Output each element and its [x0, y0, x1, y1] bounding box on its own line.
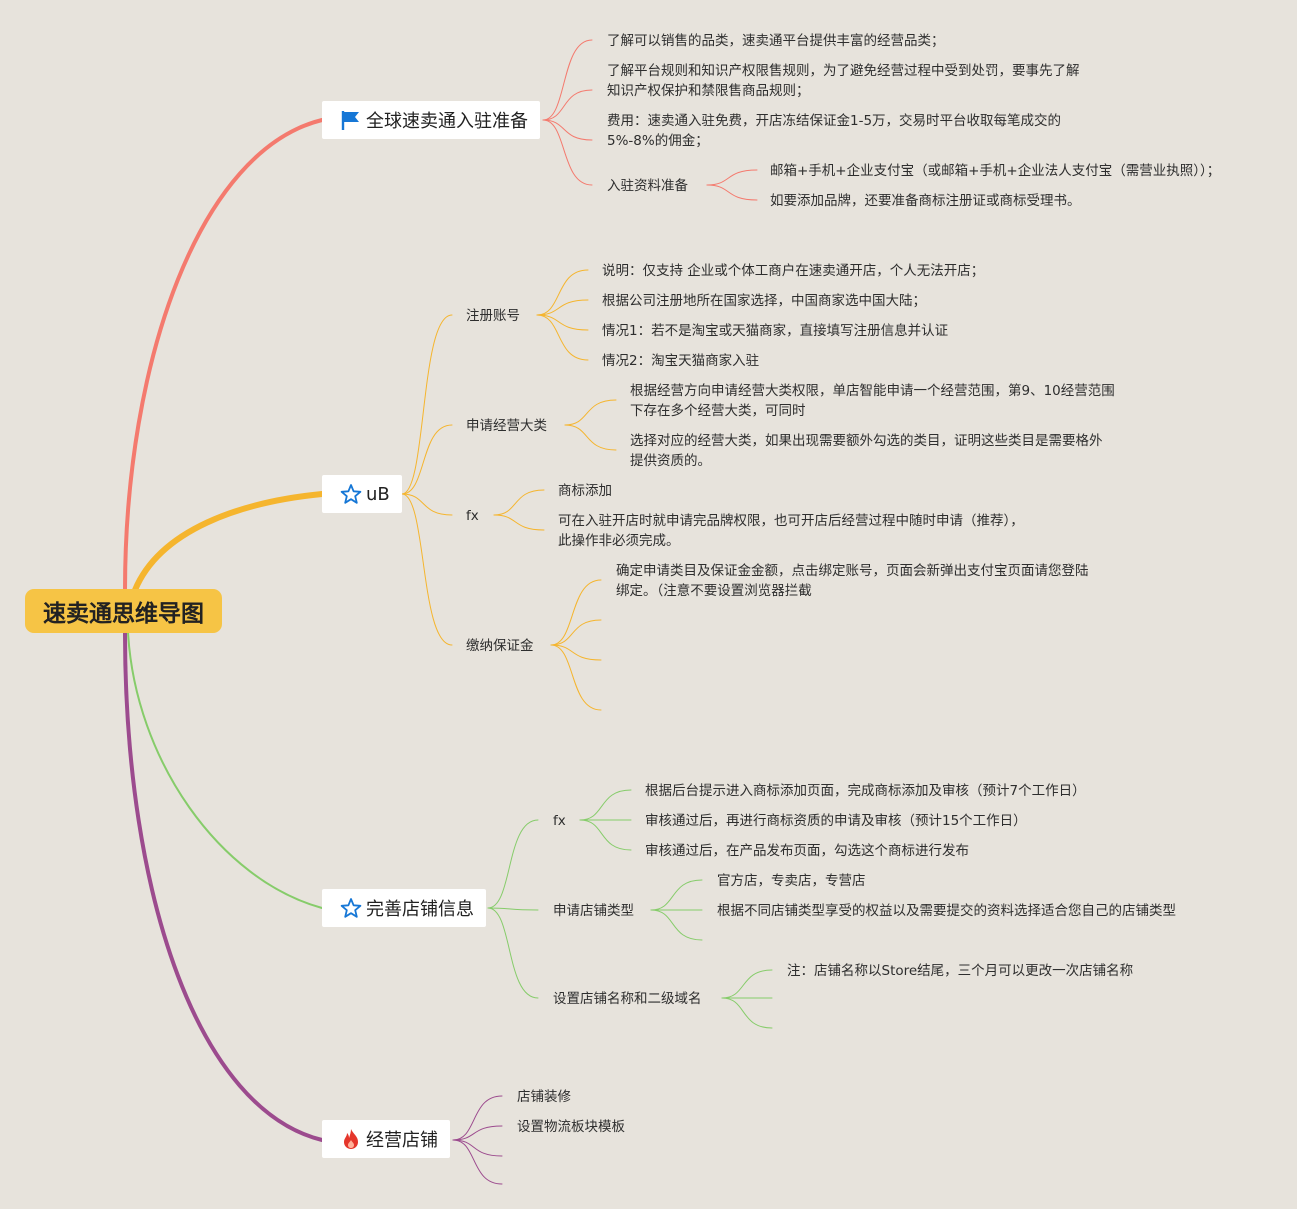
node-text[interactable]: 审核通过后，再进行商标资质的申请及审核（预计15个工作日） [645, 813, 1027, 829]
root-label: 速卖通思维导图 [43, 601, 204, 627]
node-text[interactable]: 情况1：若不是淘宝或天猫商家，直接填写注册信息并认证 [602, 323, 949, 339]
node-text[interactable]: 审核通过后，在产品发布页面，勾选这个商标进行发布 [645, 843, 969, 859]
node-text[interactable]: 根据经营方向申请经营大类权限，单店智能申请一个经营范围，第9、10经营范围下存在… [630, 383, 1115, 419]
connector [401, 493, 453, 646]
node-text[interactable]: 官方店，专卖店，专营店 [717, 873, 866, 889]
connector [706, 184, 758, 201]
connector [487, 907, 539, 911]
root-node[interactable]: 速卖通思维导图 [25, 589, 222, 633]
connector [550, 579, 602, 646]
node-text[interactable]: 了解平台规则和知识产权限售规则，为了避免经营过程中受到处罚，要事先了解知识产权保… [607, 63, 1080, 99]
connector [542, 89, 593, 121]
connector [452, 1139, 503, 1157]
node-text[interactable]: 设置物流板块模板 [517, 1119, 625, 1135]
connector [542, 119, 593, 141]
connector [579, 789, 632, 821]
star-icon [340, 897, 362, 919]
connector [452, 1139, 503, 1185]
node-text[interactable]: fx [553, 813, 566, 829]
branch-label: uB [366, 483, 390, 505]
branch-node-operate-store[interactable]: 经营店铺 [322, 1120, 450, 1158]
branch-node-store-info[interactable]: 完善店铺信息 [322, 889, 486, 927]
trunk-branch-3 [127, 631, 323, 909]
connector [536, 314, 589, 361]
node-text[interactable]: 申请店铺类型 [553, 903, 634, 919]
connector [401, 493, 453, 516]
connector [542, 39, 593, 121]
node-text[interactable]: 根据后台提示进入商标添加页面，完成商标添加及审核（预计7个工作日） [645, 783, 1086, 799]
connector [650, 909, 703, 941]
node-text[interactable]: 根据公司注册地所在国家选择，中国商家选中国大陆； [602, 293, 926, 309]
connector [536, 314, 589, 331]
branch-node-ub[interactable]: uB [322, 475, 402, 513]
connector [487, 819, 539, 909]
star-icon [340, 483, 362, 505]
node-text[interactable]: 情况2：淘宝天猫商家入驻 [602, 353, 760, 369]
connector [721, 997, 773, 1029]
connector [401, 424, 453, 495]
connector [550, 619, 602, 646]
connector [487, 907, 539, 999]
connector [542, 119, 593, 186]
connector [452, 1125, 503, 1141]
connector [550, 644, 602, 661]
node-text[interactable]: 店铺装修 [517, 1089, 571, 1105]
connector [579, 819, 632, 851]
flag-icon [340, 109, 362, 131]
node-text[interactable]: 申请经营大类 [466, 418, 547, 434]
node-text[interactable]: 设置店铺名称和二级域名 [553, 991, 702, 1007]
node-text[interactable]: 选择对应的经营大类，如果出现需要额外勾选的类目，证明这些类目是需要格外提供资质的… [630, 433, 1103, 469]
node-text[interactable]: 了解可以销售的品类，速卖通平台提供丰富的经营品类； [607, 33, 945, 49]
node-text[interactable]: 确定申请类目及保证金金额，点击绑定账号，页面会新弹出支付宝页面请您登陆绑定。（注… [616, 563, 1089, 599]
connector [493, 514, 545, 531]
node-text[interactable]: 可在入驻开店时就申请完品牌权限，也可开店后经营过程中随时申请（推荐），此操作非必… [558, 513, 1024, 549]
node-text[interactable]: 根据不同店铺类型享受的权益以及需要提交的资料选择适合您自己的店铺类型 [717, 903, 1176, 919]
connector [493, 489, 545, 516]
trunk-branch-2 [132, 491, 325, 593]
connector [536, 299, 589, 316]
branch-label: 完善店铺信息 [366, 899, 474, 920]
connector [721, 969, 773, 999]
connector [401, 314, 453, 495]
node-text[interactable]: 入驻资料准备 [607, 178, 688, 194]
node-text[interactable]: 说明：仅支持 企业或个体工商户在速卖通开店，个人无法开店； [602, 263, 985, 279]
node-text[interactable]: fx [466, 508, 479, 524]
branch-node-entry-prep[interactable]: 全球速卖通入驻准备 [322, 101, 540, 139]
connector [564, 399, 617, 426]
node-text[interactable]: 商标添加 [558, 483, 612, 499]
connector [550, 644, 602, 711]
connector [536, 269, 589, 316]
branch-label: 经营店铺 [366, 1130, 438, 1151]
fire-icon [340, 1128, 362, 1150]
node-text[interactable]: 缴纳保证金 [466, 638, 534, 654]
connector [564, 424, 617, 451]
connector [650, 879, 703, 911]
trunk-branch-4 [123, 630, 324, 1142]
connector [452, 1095, 503, 1141]
trunk-branch-1 [123, 118, 324, 592]
node-text[interactable]: 如要添加品牌，还要准备商标注册证或商标受理书。 [770, 193, 1081, 209]
node-text[interactable]: 邮箱+手机+企业支付宝（或邮箱+手机+企业法人支付宝（需营业执照））； [770, 163, 1221, 179]
connector [706, 169, 758, 186]
node-text[interactable]: 注：店铺名称以Store结尾，三个月可以更改一次店铺名称 [787, 963, 1134, 979]
branch-label: 全球速卖通入驻准备 [366, 111, 528, 132]
node-text[interactable]: 注册账号 [466, 308, 520, 324]
